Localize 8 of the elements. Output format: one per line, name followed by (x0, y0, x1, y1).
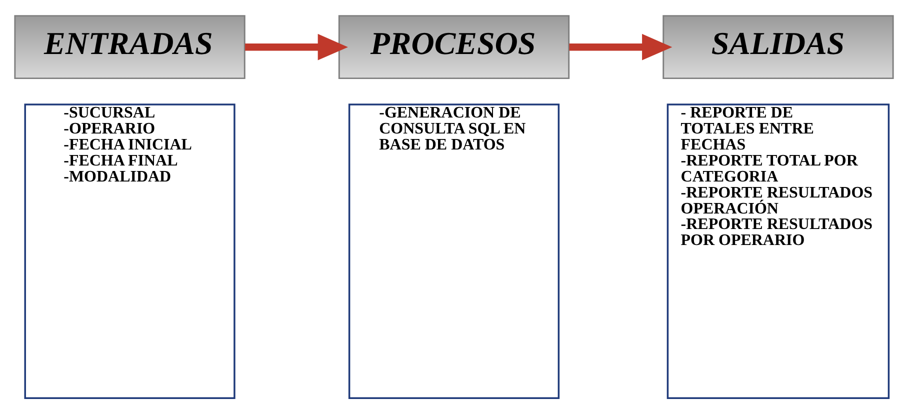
node-box: -GENERACION DE CONSULTA SQL EN BASE DE DATOS (348, 103, 560, 399)
node-box: SALIDAS (662, 14, 894, 79)
node-box: -SUCURSAL -OPERARIO -FECHA INICIAL -FECHA FINAL -MODALIDAD (24, 103, 236, 399)
arrow (245, 33, 348, 60)
node-box: PROCESOS (338, 14, 570, 79)
node-box: ENTRADAS (14, 14, 246, 79)
arrow (569, 33, 672, 60)
node-box: - REPORTE DE TOTALES ENTRE FECHAS -REPORTE TOTAL POR CATEGORIA -REPORTE RESULTADOS OPERACIÓN -REPORTE RESULTADOS POR OPERARIO (666, 103, 890, 399)
